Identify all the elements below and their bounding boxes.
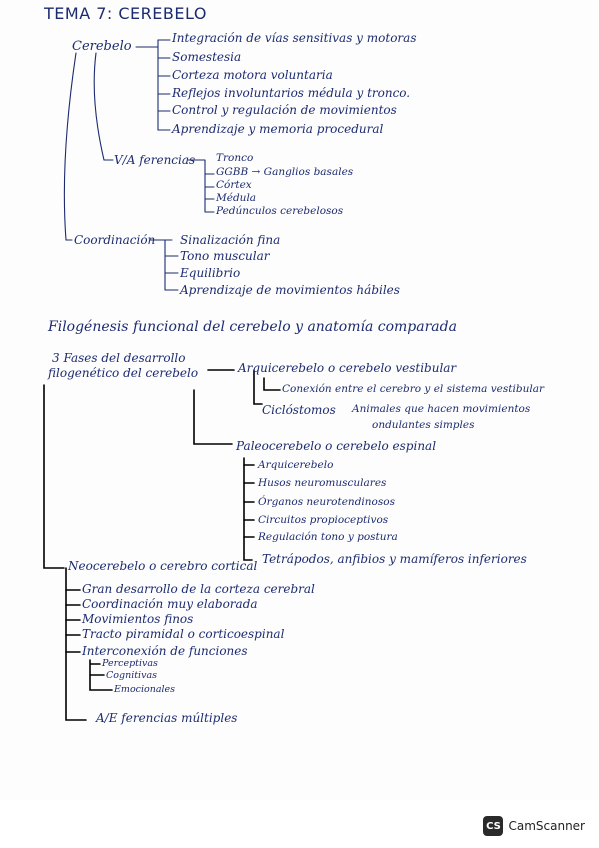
aferencias-label: V/A ferencias (114, 153, 196, 167)
interconexion-item: Perceptivas (102, 658, 158, 669)
paleo-animals: Tetrápodos, anfibios y mamíferos inferio… (262, 552, 527, 566)
camscanner-watermark: CS CamScanner (483, 816, 585, 836)
function-item: Control y regulación de movimientos (172, 103, 397, 117)
ciclostomos: Ciclóstomos (262, 403, 336, 417)
connector-lines (43, 39, 281, 721)
page-title: TEMA 7: CEREBELO (44, 4, 207, 23)
paleo-item: Circuitos propioceptivos (258, 514, 389, 526)
interconexion-item: Emocionales (114, 684, 176, 695)
neo-item: Coordinación muy elaborada (82, 597, 258, 611)
arqui-conexion: Conexión entre el cerebro y el sistema v… (282, 383, 544, 395)
camscanner-label: CamScanner (508, 819, 585, 833)
aferencia-item: Médula (216, 192, 257, 204)
aferencia-item: Pedúnculos cerebelosos (216, 205, 344, 217)
aferencia-item: GGBB → Ganglios basales (216, 166, 354, 178)
paleo-item: Arquicerebelo (258, 459, 334, 471)
arquicerebelo: Arquicerebelo o cerebelo vestibular (238, 361, 457, 375)
paleo-item: Órganos neurotendinosos (258, 496, 395, 508)
paleo-item: Regulación tono y postura (258, 531, 398, 543)
function-item: Somestesia (172, 50, 242, 64)
paleocerebelo: Paleocerebelo o cerebelo espinal (236, 439, 437, 453)
phases-label: 3 Fases del desarrollo (52, 351, 186, 365)
notebook-page: TEMA 7: CEREBELO Cerebelo Integración de… (43, 4, 544, 725)
ciclostomos-desc: Animales que hacen movimientos (352, 403, 531, 415)
function-item: Corteza motora voluntaria (172, 68, 333, 82)
aferencia-item: Córtex (216, 179, 252, 191)
neo-item: Movimientos finos (82, 612, 194, 626)
ciclostomos-desc: ondulantes simples (372, 419, 475, 431)
section-heading: Filogénesis funcional del cerebelo y ana… (48, 319, 457, 335)
paleo-item: Husos neuromusculares (258, 477, 387, 489)
coordinacion-item: Aprendizaje de movimientos hábiles (180, 283, 400, 297)
root-cerebelo: Cerebelo (72, 39, 132, 54)
camscanner-logo-icon: CS (483, 816, 504, 836)
interconexion-item: Cognitivas (106, 670, 157, 681)
neo-item: Gran desarrollo de la corteza cerebral (82, 582, 315, 596)
function-item: Integración de vías sensitivas y motoras (172, 31, 417, 45)
coordinacion-item: Tono muscular (180, 249, 270, 263)
neo-item: Tracto piramidal o corticoespinal (82, 627, 285, 641)
function-item: Aprendizaje y memoria procedural (172, 122, 384, 136)
coordinacion-item: Sinalización fina (180, 233, 281, 247)
neo-last: A/E ferencias múltiples (96, 711, 238, 725)
function-item: Reflejos involuntarios médula y tronco. (172, 86, 411, 100)
neocerebelo: Neocerebelo o cerebro cortical (68, 559, 258, 573)
coordinacion-item: Equilibrio (180, 266, 241, 280)
neo-item: Interconexión de funciones (82, 644, 248, 658)
phases-label: filogenético del cerebelo (48, 366, 199, 380)
coordinacion-label: Coordinación (74, 233, 156, 247)
aferencia-item: Tronco (216, 152, 254, 164)
